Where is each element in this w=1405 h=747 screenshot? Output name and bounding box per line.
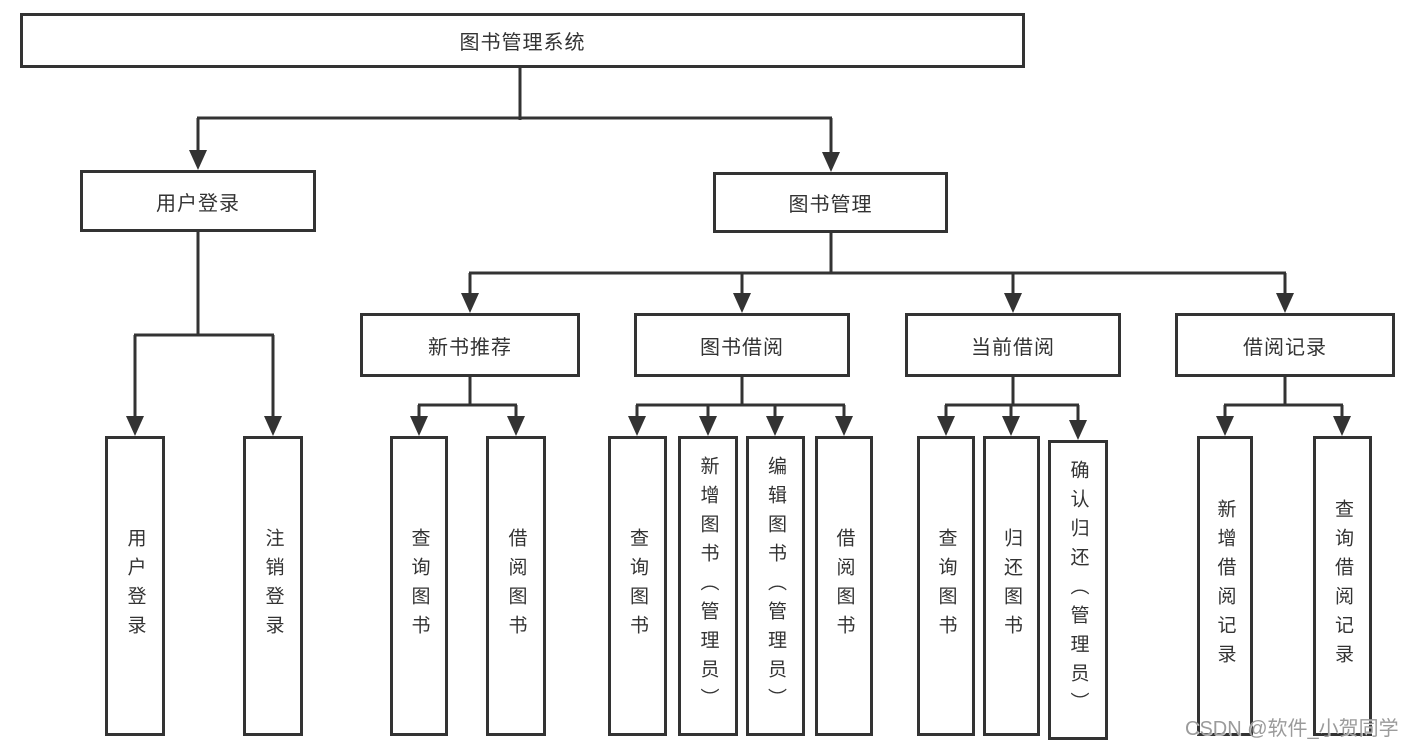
- node-query-books-borrow: 查询图书: [608, 436, 667, 736]
- node-label: 图书管理系统: [459, 32, 586, 54]
- node-book-borrowing: 图书借阅: [634, 313, 850, 377]
- node-label: 借阅图书: [833, 528, 855, 644]
- node-edit-books-admin: 编辑图书（管理员）: [746, 436, 805, 736]
- node-query-books-recommend: 查询图书: [390, 436, 448, 736]
- node-label: 查询图书: [935, 528, 957, 644]
- node-label: 注销登录: [262, 528, 284, 644]
- node-label: 当前借阅: [971, 336, 1055, 359]
- node-label: 编辑图书（管理员）: [765, 455, 786, 717]
- node-label: 新增借阅记录: [1214, 499, 1236, 673]
- node-user-login-branch: 用户登录: [80, 170, 316, 232]
- node-label: 查询借阅记录: [1332, 499, 1353, 673]
- node-label: 查询图书: [408, 528, 430, 644]
- node-query-borrow-record: 查询借阅记录: [1313, 436, 1372, 736]
- node-borrowing-records: 借阅记录: [1175, 313, 1395, 377]
- node-root: 图书管理系统: [20, 13, 1025, 68]
- node-label: 查询图书: [627, 528, 648, 644]
- node-add-borrow-record: 新增借阅记录: [1197, 436, 1253, 736]
- node-book-management-branch: 图书管理: [713, 172, 948, 233]
- node-confirm-return-admin: 确认归还（管理员）: [1048, 440, 1108, 740]
- node-add-books-admin: 新增图书（管理员）: [678, 436, 738, 736]
- node-label: 新书推荐: [428, 336, 512, 359]
- node-label: 确认归还（管理员）: [1067, 459, 1089, 721]
- node-label: 新增图书（管理员）: [697, 455, 719, 717]
- node-current-borrowing: 当前借阅: [905, 313, 1121, 377]
- node-label: 用户登录: [124, 528, 146, 644]
- node-return-books: 归还图书: [983, 436, 1040, 736]
- node-label: 用户登录: [156, 192, 240, 215]
- node-label: 借阅图书: [505, 528, 527, 644]
- node-new-book-recommend: 新书推荐: [360, 313, 580, 377]
- node-label: 借阅记录: [1243, 336, 1327, 359]
- node-label: 归还图书: [1001, 528, 1022, 644]
- node-user-login-leaf: 用户登录: [105, 436, 165, 736]
- node-borrow-books-recommend: 借阅图书: [486, 436, 546, 736]
- node-logout-leaf: 注销登录: [243, 436, 303, 736]
- node-label: 图书借阅: [700, 336, 784, 359]
- node-label: 图书管理: [788, 194, 873, 216]
- watermark: CSDN @软件_小贺同学: [1185, 718, 1399, 740]
- node-borrow-books-leaf: 借阅图书: [815, 436, 873, 736]
- node-query-books-current: 查询图书: [917, 436, 975, 736]
